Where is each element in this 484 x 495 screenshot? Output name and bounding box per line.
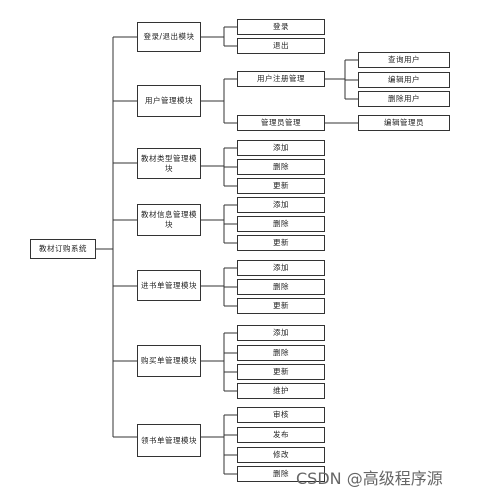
leaf-purchase-delete: 删除 <box>237 279 325 295</box>
leaf-info-update: 更新 <box>237 235 325 251</box>
module-textbook-type: 教材类型管理模块 <box>137 148 201 179</box>
leaf-type-delete: 删除 <box>237 159 325 175</box>
module-textbook-info: 教材信息管理模块 <box>137 204 201 236</box>
module-receive-order: 领书单管理模块 <box>137 424 201 457</box>
leaf-purchase-update: 更新 <box>237 298 325 314</box>
leaf-type-add: 添加 <box>237 140 325 156</box>
leaf-receive-modify: 修改 <box>237 447 325 463</box>
watermark: CSDN @高级程序源 <box>296 469 443 488</box>
leaf-receive-publish: 发布 <box>237 427 325 443</box>
leaf-purchase-add: 添加 <box>237 260 325 276</box>
leaf-edit-admin: 编辑管理员 <box>358 115 450 131</box>
leaf-receive-delete: 删除 <box>237 466 325 482</box>
leaf-buy-delete: 删除 <box>237 345 325 361</box>
leaf-edit-user: 编辑用户 <box>358 72 450 88</box>
leaf-login: 登录 <box>237 19 325 35</box>
module-user-management: 用户管理模块 <box>137 85 201 117</box>
module-login-logout: 登录/退出模块 <box>137 22 201 52</box>
leaf-buy-add: 添加 <box>237 325 325 341</box>
root-node: 教材订购系统 <box>30 239 96 259</box>
leaf-receive-review: 审核 <box>237 407 325 423</box>
leaf-buy-update: 更新 <box>237 364 325 380</box>
leaf-logout: 退出 <box>237 38 325 54</box>
module-buy-order: 购买单管理模块 <box>137 345 201 377</box>
leaf-query-user: 查询用户 <box>358 52 450 68</box>
leaf-info-add: 添加 <box>237 197 325 213</box>
submodule-user-register: 用户注册管理 <box>237 71 325 87</box>
module-purchase-order: 进书单管理模块 <box>137 270 201 301</box>
leaf-delete-user: 删除用户 <box>358 91 450 107</box>
submodule-admin: 管理员管理 <box>237 115 325 131</box>
leaf-buy-maintain: 维护 <box>237 383 325 399</box>
leaf-info-delete: 删除 <box>237 216 325 232</box>
leaf-type-update: 更新 <box>237 178 325 194</box>
